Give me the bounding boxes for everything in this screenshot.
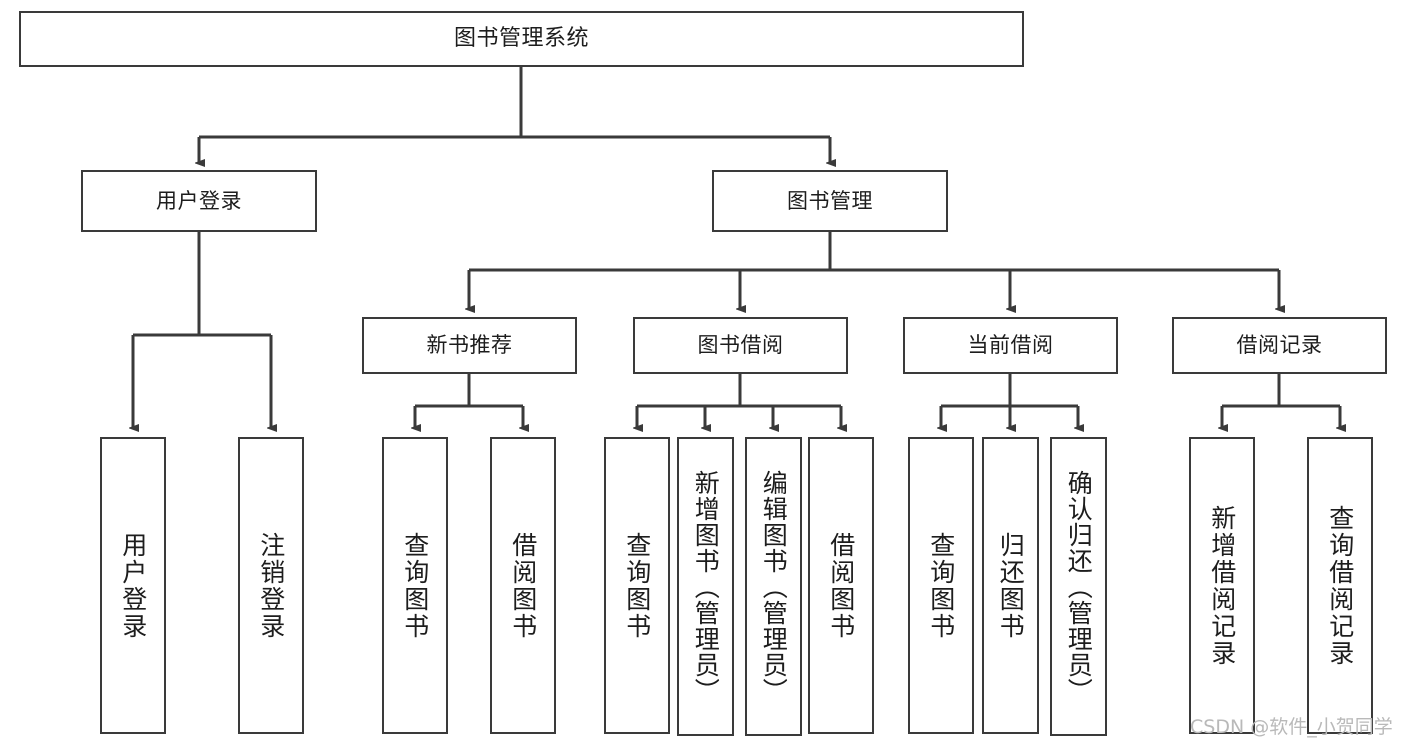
watermark-text: CSDN @软件_小贺同学 bbox=[1190, 716, 1393, 738]
node-new-book-recommend[interactable]: 新书推荐 bbox=[362, 317, 577, 374]
node-label: 编辑图书（管理员） bbox=[759, 469, 789, 704]
node-book-management[interactable]: 图书管理 bbox=[712, 170, 948, 232]
node-leaf-add-book-admin[interactable]: 新增图书（管理员） bbox=[677, 437, 734, 736]
node-label: 当前借阅 bbox=[967, 333, 1054, 358]
node-leaf-query-book-borrow[interactable]: 查询图书 bbox=[604, 437, 670, 734]
node-label: 用户登录 bbox=[156, 188, 242, 213]
node-label: 查询图书 bbox=[622, 531, 652, 640]
node-leaf-add-borrow-record[interactable]: 新增借阅记录 bbox=[1189, 437, 1255, 734]
node-label: 借阅图书 bbox=[826, 531, 856, 640]
node-label: 用户登录 bbox=[118, 531, 148, 640]
node-label: 借阅图书 bbox=[508, 531, 538, 640]
node-label: 注销登录 bbox=[256, 531, 286, 640]
node-leaf-confirm-return-admin[interactable]: 确认归还（管理员） bbox=[1050, 437, 1107, 736]
node-label: 查询借阅记录 bbox=[1325, 504, 1355, 667]
node-leaf-return-book[interactable]: 归还图书 bbox=[982, 437, 1039, 734]
node-borrow-record[interactable]: 借阅记录 bbox=[1172, 317, 1387, 374]
node-book-borrow[interactable]: 图书借阅 bbox=[633, 317, 848, 374]
node-label: 图书借阅 bbox=[697, 333, 784, 358]
node-leaf-query-book-current[interactable]: 查询图书 bbox=[908, 437, 974, 734]
node-label: 借阅记录 bbox=[1236, 333, 1323, 358]
node-leaf-logout[interactable]: 注销登录 bbox=[238, 437, 304, 734]
node-label: 查询图书 bbox=[400, 531, 430, 640]
node-label: 归还图书 bbox=[996, 531, 1026, 640]
node-label: 新增图书（管理员） bbox=[691, 469, 721, 704]
node-leaf-user-login[interactable]: 用户登录 bbox=[100, 437, 166, 734]
node-leaf-query-book-recommend[interactable]: 查询图书 bbox=[382, 437, 448, 734]
node-user-login[interactable]: 用户登录 bbox=[81, 170, 317, 232]
node-label: 新增借阅记录 bbox=[1207, 504, 1237, 667]
node-leaf-borrow-book-recommend[interactable]: 借阅图书 bbox=[490, 437, 556, 734]
node-leaf-edit-book-admin[interactable]: 编辑图书（管理员） bbox=[745, 437, 802, 736]
node-leaf-query-borrow-record[interactable]: 查询借阅记录 bbox=[1307, 437, 1373, 734]
node-root-library-system[interactable]: 图书管理系统 bbox=[19, 11, 1024, 67]
node-label: 查询图书 bbox=[926, 531, 956, 640]
node-label: 图书管理系统 bbox=[453, 26, 589, 52]
node-current-borrow[interactable]: 当前借阅 bbox=[903, 317, 1118, 374]
node-label: 图书管理 bbox=[787, 188, 873, 213]
node-label: 新书推荐 bbox=[426, 333, 513, 358]
node-label: 确认归还（管理员） bbox=[1064, 469, 1094, 704]
node-leaf-borrow-book[interactable]: 借阅图书 bbox=[808, 437, 874, 734]
